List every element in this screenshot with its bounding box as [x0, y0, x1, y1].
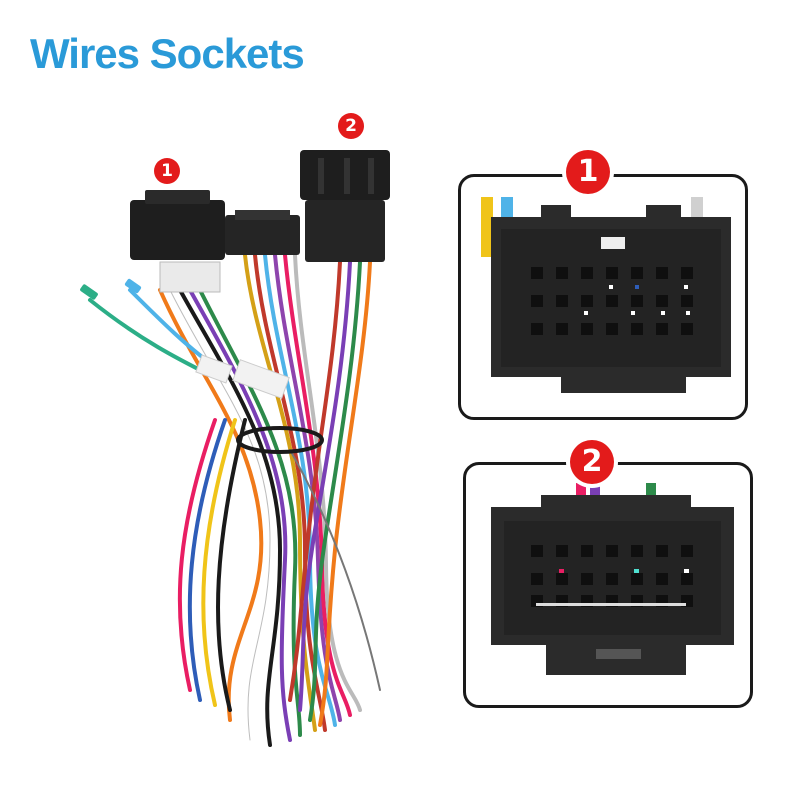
socket-1-pins: [531, 267, 693, 335]
socket-2-panel: [463, 462, 753, 708]
wire-tag: [195, 354, 233, 384]
cable-tie: [236, 426, 324, 454]
connector-1-plug: [130, 190, 300, 293]
connector-2-badge: 2: [338, 113, 364, 139]
socket-1-badge: 1: [566, 150, 610, 194]
connector-1-badge: 1: [154, 158, 180, 184]
socket-2-badge: 2: [570, 440, 614, 484]
socket-2-face: [491, 483, 734, 675]
spade-terminal: [80, 284, 98, 300]
wire-bundle: [88, 253, 381, 747]
spade-terminal: [124, 278, 142, 294]
socket-1-face: [481, 197, 731, 393]
page-title: Wires Sockets: [30, 30, 305, 77]
connector-2-plug: [300, 150, 390, 262]
wire-tag: [232, 359, 290, 399]
socket-1-panel: [458, 174, 748, 420]
